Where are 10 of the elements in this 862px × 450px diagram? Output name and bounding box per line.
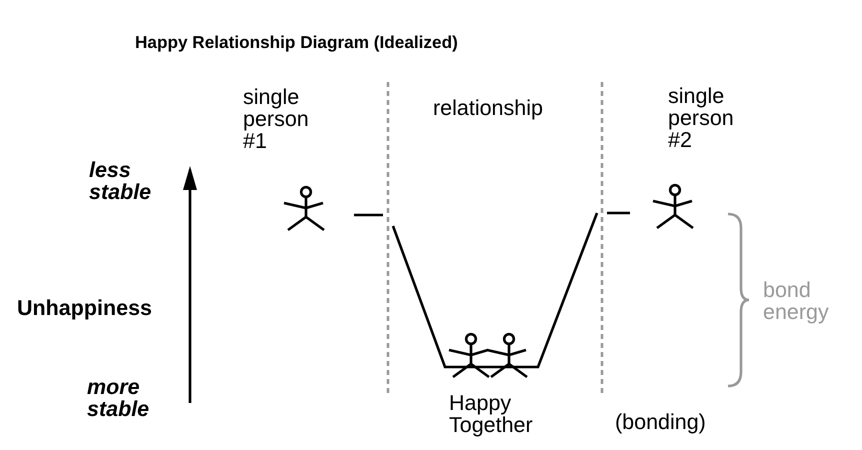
process-label: (bonding) bbox=[615, 411, 706, 433]
axis-title: Unhappiness bbox=[17, 297, 152, 319]
diagram-title: Happy Relationship Diagram (Idealized) bbox=[135, 32, 458, 52]
bracket-label: bond energy bbox=[763, 279, 829, 323]
region-label: single person #2 bbox=[668, 85, 734, 151]
axis-end-label: less stable bbox=[89, 159, 152, 203]
well-label: Happy Together bbox=[449, 392, 533, 436]
axis-end-label: more stable bbox=[87, 376, 150, 420]
region-label: single person #1 bbox=[243, 86, 309, 152]
region-label: relationship bbox=[433, 97, 543, 119]
